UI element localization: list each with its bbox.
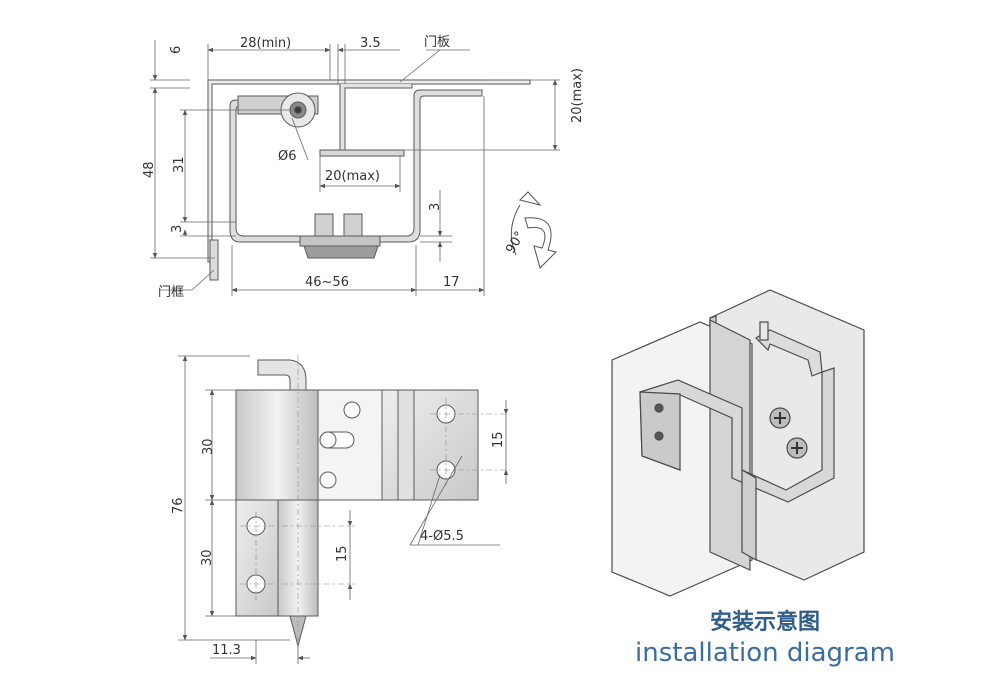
center-lines	[240, 355, 510, 650]
dim-3-right: 3	[428, 203, 443, 211]
top-section-view	[150, 40, 560, 296]
door-inner-piece	[319, 149, 405, 157]
iso-screw-1-cross	[774, 412, 786, 424]
front-view	[178, 355, 510, 664]
hole-slot-bottom	[319, 471, 337, 489]
screw-block	[299, 235, 381, 247]
dim-48: 48	[142, 161, 157, 178]
dim-76: 76	[171, 497, 186, 514]
pivot-pin-core	[294, 106, 302, 114]
iso-lower-leaf	[741, 468, 757, 562]
angle-90: 90°	[503, 229, 528, 256]
dim-30-bottom: 30	[200, 549, 215, 566]
dim-6: 6	[169, 46, 184, 54]
rotation-arrow-icon	[519, 191, 557, 269]
screw-head-2	[343, 213, 363, 237]
dim-46-56: 46~56	[305, 275, 349, 290]
front-dimension-labels: 30 76 30 15 15 4-Ø5.5 11.3	[171, 431, 506, 658]
upper-plate-fold	[397, 389, 415, 501]
label-door-frame: 门框	[158, 285, 184, 300]
rotation-arc	[510, 204, 521, 256]
hinge-bracket	[229, 89, 483, 243]
iso-ear-hole-1	[654, 403, 664, 413]
dim-17: 17	[443, 275, 460, 290]
dim-3-5: 3.5	[360, 36, 381, 51]
dim-15-left: 15	[335, 545, 350, 562]
top-dimensions	[150, 40, 560, 296]
hole-slot-mid	[319, 431, 337, 449]
dim-15-right: 15	[491, 431, 506, 448]
door-frame-strip	[209, 239, 219, 281]
upper-plate-right	[381, 389, 479, 501]
dim-31: 31	[172, 156, 187, 173]
iso-frame-plate	[709, 319, 751, 571]
screw-head-1	[314, 213, 334, 237]
dim-28min: 28(min)	[240, 36, 291, 51]
dim-30-top: 30	[201, 438, 216, 455]
dim-20max-horizontal: 20(max)	[325, 169, 380, 184]
top-dimension-labels: 28(min) 3.5 门板 6 48 31 3 Ø6 20(max) 20(m…	[142, 35, 585, 300]
iso-screw-2-cross	[791, 442, 803, 454]
screw-nuts	[303, 245, 379, 259]
dim-20max-vertical: 20(max)	[570, 68, 585, 123]
caption-english: installation diagram	[635, 638, 895, 668]
dim-3-left: 3	[170, 225, 185, 233]
hinge-pin-hook	[257, 359, 307, 391]
label-door-panel: 门板	[424, 35, 450, 50]
iso-pin	[759, 321, 769, 341]
dim-holes: 4-Ø5.5	[420, 529, 464, 544]
installation-3d-view	[611, 289, 865, 597]
dim-phi6: Ø6	[278, 149, 297, 164]
iso-bracket-top	[755, 329, 823, 377]
upper-knuckle	[235, 389, 319, 501]
iso-ear-hole-2	[654, 431, 664, 441]
dim-11-3: 11.3	[212, 643, 241, 658]
caption-chinese: 安装示意图	[709, 610, 820, 635]
door-panel-inner	[339, 84, 413, 151]
hole-top-left	[343, 401, 361, 419]
iso-bracket-ear	[639, 391, 681, 471]
lower-plate	[235, 499, 279, 617]
front-dimensions	[178, 355, 509, 664]
